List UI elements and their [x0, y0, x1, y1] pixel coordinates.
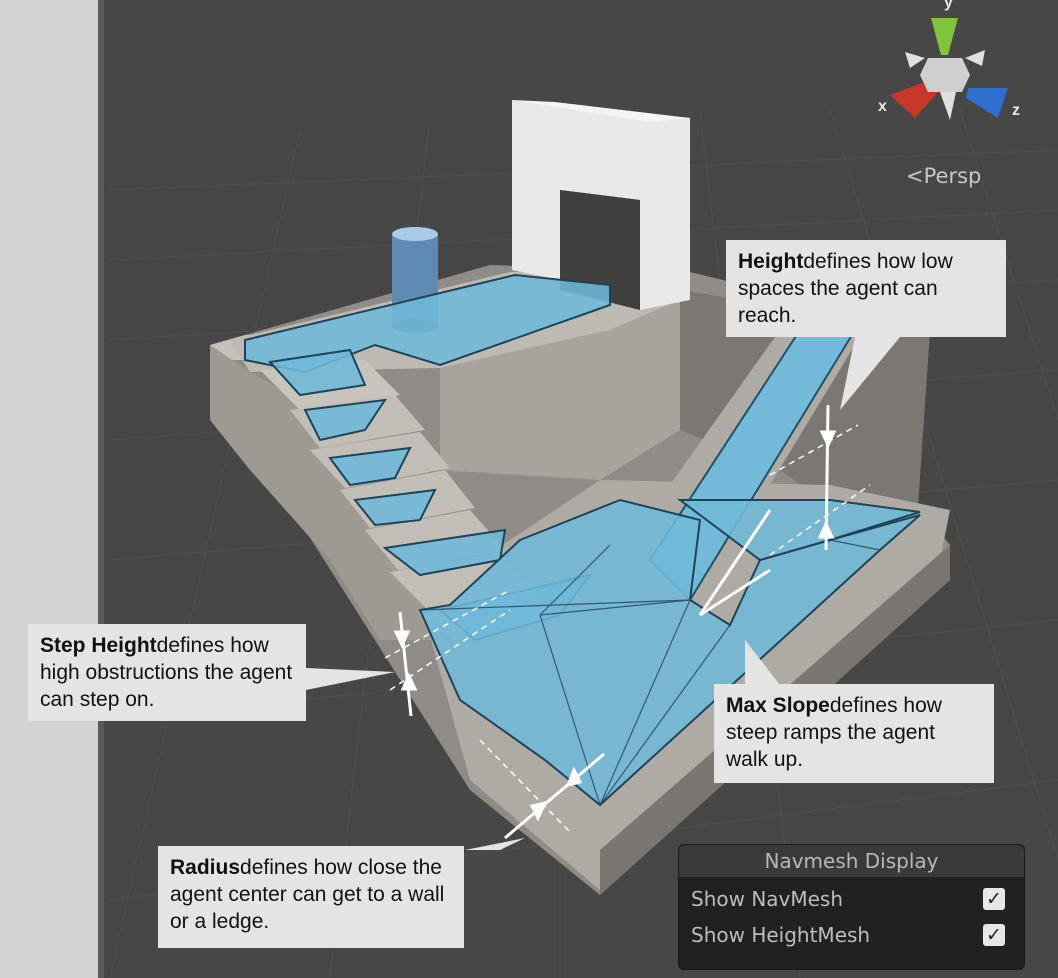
show-heightmesh-label: Show HeightMesh [691, 923, 871, 947]
show-navmesh-label: Show NavMesh [691, 887, 844, 911]
callout-height: Heightdefines how low spaces the agent c… [726, 240, 1006, 337]
show-navmesh-row[interactable]: Show NavMesh ✓ [691, 883, 1013, 915]
callout-step-height: Step Heightdefines how high obstructions… [28, 624, 306, 721]
navmesh-surface [244, 273, 921, 807]
callout-text: defines how low spaces the agent can rea… [738, 250, 953, 327]
gizmo-x-label[interactable]: x [878, 98, 887, 115]
callout-pointers [306, 337, 900, 850]
navmesh-display-title: Navmesh Display [679, 845, 1024, 877]
checkmark-icon: ✓ [986, 888, 1002, 910]
measurement-indicators [393, 404, 837, 840]
callout-text: defines how close the agent center can g… [170, 856, 445, 933]
callout-term: Radius [170, 856, 241, 879]
callout-text: defines how steep ramps the agent walk u… [726, 694, 942, 771]
panel-divider[interactable] [98, 0, 104, 978]
projection-label: Persp [923, 164, 982, 188]
gizmo-z-label[interactable]: z [1012, 102, 1020, 119]
navmesh-edges [419, 514, 921, 806]
left-panel [0, 0, 99, 978]
checkmark-icon: ✓ [986, 924, 1002, 946]
projection-toggle[interactable]: <Persp [906, 164, 981, 188]
show-heightmesh-row[interactable]: Show HeightMesh ✓ [691, 919, 1013, 951]
callout-term: Height [738, 250, 804, 273]
callout-term: Step Height [40, 634, 157, 657]
arch [512, 100, 690, 310]
callout-radius: Radiusdefines how close the agent center… [158, 846, 464, 948]
show-navmesh-checkbox[interactable]: ✓ [983, 888, 1005, 910]
chevron-left-icon: < [906, 164, 924, 188]
callout-term: Max Slope [726, 694, 830, 717]
measurement-guides [384, 424, 871, 833]
orientation-gizmo[interactable] [890, 18, 1008, 120]
navmesh-display-panel: Navmesh Display Show NavMesh ✓ Show Heig… [678, 844, 1025, 970]
callout-max-slope: Max Slopedefines how steep ramps the age… [714, 684, 994, 783]
show-heightmesh-checkbox[interactable]: ✓ [983, 924, 1005, 946]
gizmo-y-label[interactable]: y [944, 0, 953, 11]
callout-text: defines how high obstructions the agent … [40, 634, 293, 711]
